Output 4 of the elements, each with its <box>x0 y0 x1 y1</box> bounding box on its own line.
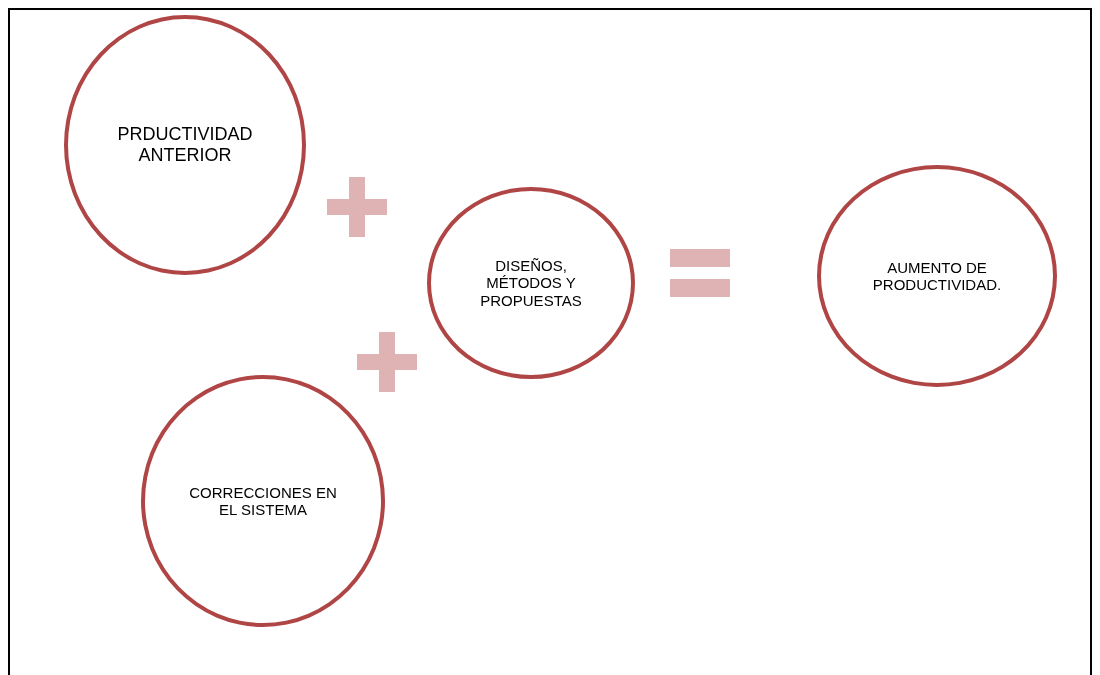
node-label: CORRECCIONES EN EL SISTEMA <box>188 483 338 519</box>
node-label: AUMENTO DE PRODUCTIVIDAD. <box>871 258 1003 294</box>
node-label: PRDUCTIVIDAD ANTERIOR <box>116 124 254 166</box>
node-label: DISEÑOS, MÉTODOS Y PROPUESTAS <box>479 257 583 309</box>
